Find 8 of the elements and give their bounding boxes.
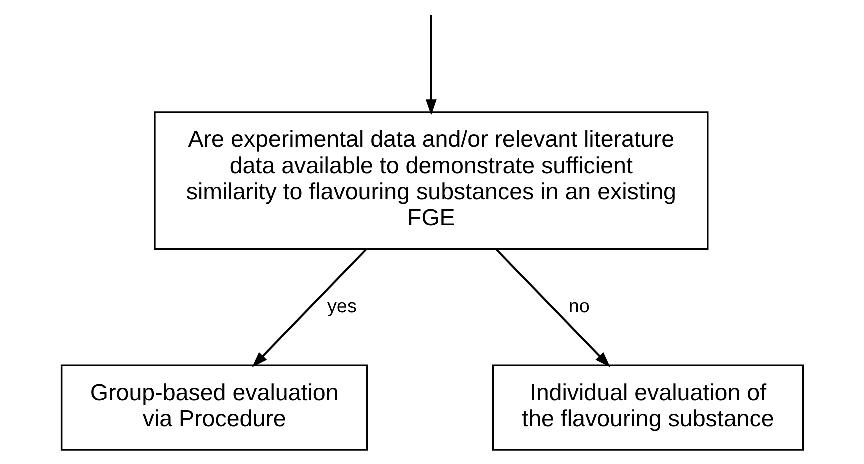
edge-label: yes [326, 296, 356, 318]
arrow [495, 248, 610, 368]
edge-label: no [568, 296, 590, 318]
node-box: Are experimental data and/or relevant literature data available to demonstrate sufficient similarity to flavouring substances in an existing FGE [154, 112, 708, 250]
arrow [425, 15, 436, 116]
node-box: Individual evaluation of the flavouring substance [492, 364, 804, 451]
arrow [252, 248, 367, 368]
node-box: Group-based evaluation via Procedure [60, 364, 368, 451]
